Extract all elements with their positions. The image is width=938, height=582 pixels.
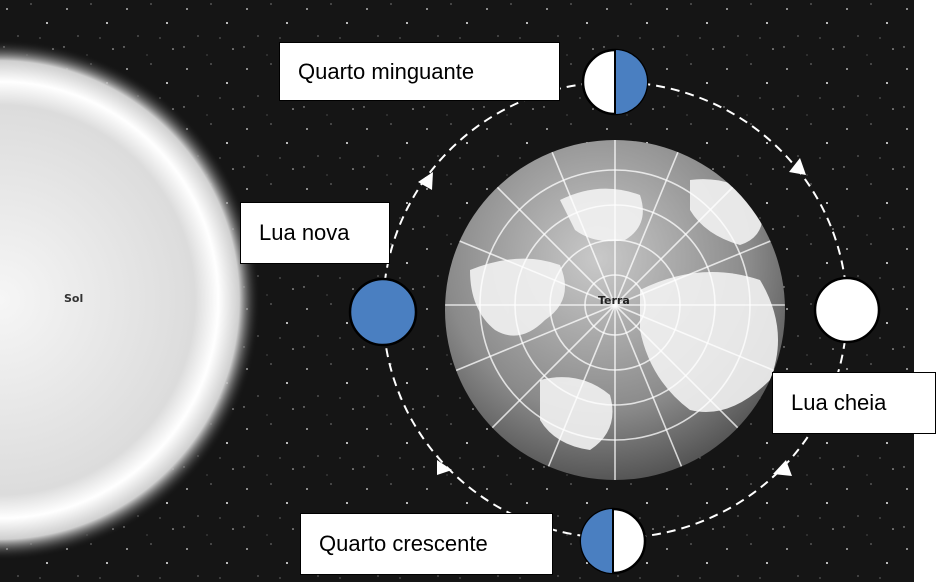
orbit-arrow-upper-right	[789, 158, 806, 175]
label-waning-quarter: Quarto minguante	[279, 42, 560, 101]
orbit-arrow-upper-left	[418, 172, 433, 190]
sun-label: Sol	[64, 292, 84, 305]
label-new-moon: Lua nova	[240, 202, 390, 264]
label-waxing-quarter: Quarto crescente	[300, 513, 553, 575]
moon-new	[348, 277, 418, 347]
label-full-moon: Lua cheia	[772, 372, 936, 434]
right-margin	[914, 0, 938, 582]
earth-label: Terra	[598, 294, 630, 307]
earth	[445, 140, 785, 480]
moon-full	[813, 276, 881, 344]
orbit-arrow-lower-right	[773, 460, 792, 476]
orbit-arrow-lower-left	[437, 460, 452, 475]
sun	[0, 40, 260, 560]
moon-waning-quarter	[581, 48, 649, 116]
moon-waxing-quarter	[579, 507, 647, 575]
